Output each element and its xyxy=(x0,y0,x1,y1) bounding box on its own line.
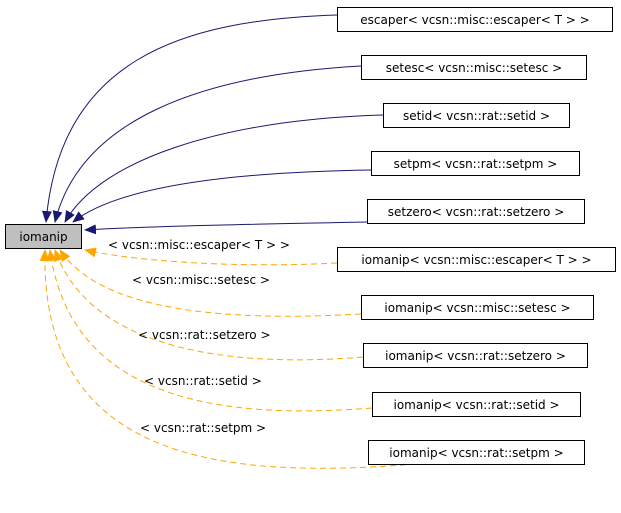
edge-iomanip-setid xyxy=(46,249,373,412)
edge-iomanip-setesc xyxy=(59,249,362,317)
edge-setzero xyxy=(84,221,368,235)
root-node-iomanip[interactable]: iomanip xyxy=(5,224,82,249)
edge-setid xyxy=(64,114,384,223)
node-setesc[interactable]: setesc< vcsn::misc::setesc > xyxy=(361,55,587,80)
edge-label-setid: < vcsn::rat::setid > xyxy=(144,374,262,388)
edge-label-setzero: < vcsn::rat::setzero > xyxy=(138,328,271,342)
node-setzero[interactable]: setzero< vcsn::rat::setzero > xyxy=(367,199,585,224)
edge-setpm xyxy=(72,169,372,223)
node-iomanip-setid[interactable]: iomanip< vcsn::rat::setid > xyxy=(372,392,581,417)
node-iomanip-escaper[interactable]: iomanip< vcsn::misc::escaper< T > > xyxy=(337,247,616,272)
node-escaper[interactable]: escaper< vcsn::misc::escaper< T > > xyxy=(337,7,613,32)
node-setpm[interactable]: setpm< vcsn::rat::setpm > xyxy=(371,151,580,176)
edge-iomanip-setzero xyxy=(53,249,364,361)
node-setid[interactable]: setid< vcsn::rat::setid > xyxy=(383,103,570,128)
node-iomanip-setzero[interactable]: iomanip< vcsn::rat::setzero > xyxy=(363,343,588,368)
edge-iomanip-setpm xyxy=(39,249,417,469)
node-iomanip-setesc[interactable]: iomanip< vcsn::misc::setesc > xyxy=(361,295,594,320)
node-iomanip-setpm[interactable]: iomanip< vcsn::rat::setpm > xyxy=(368,440,585,465)
edge-iomanip-escaper xyxy=(84,247,338,266)
edge-label-setpm: < vcsn::rat::setpm > xyxy=(140,421,267,435)
edge-label-setesc: < vcsn::misc::setesc > xyxy=(132,273,270,287)
edge-label-escaper: < vcsn::misc::escaper< T > > xyxy=(108,238,290,252)
edge-escaper xyxy=(41,14,338,223)
edge-setesc xyxy=(52,65,362,223)
